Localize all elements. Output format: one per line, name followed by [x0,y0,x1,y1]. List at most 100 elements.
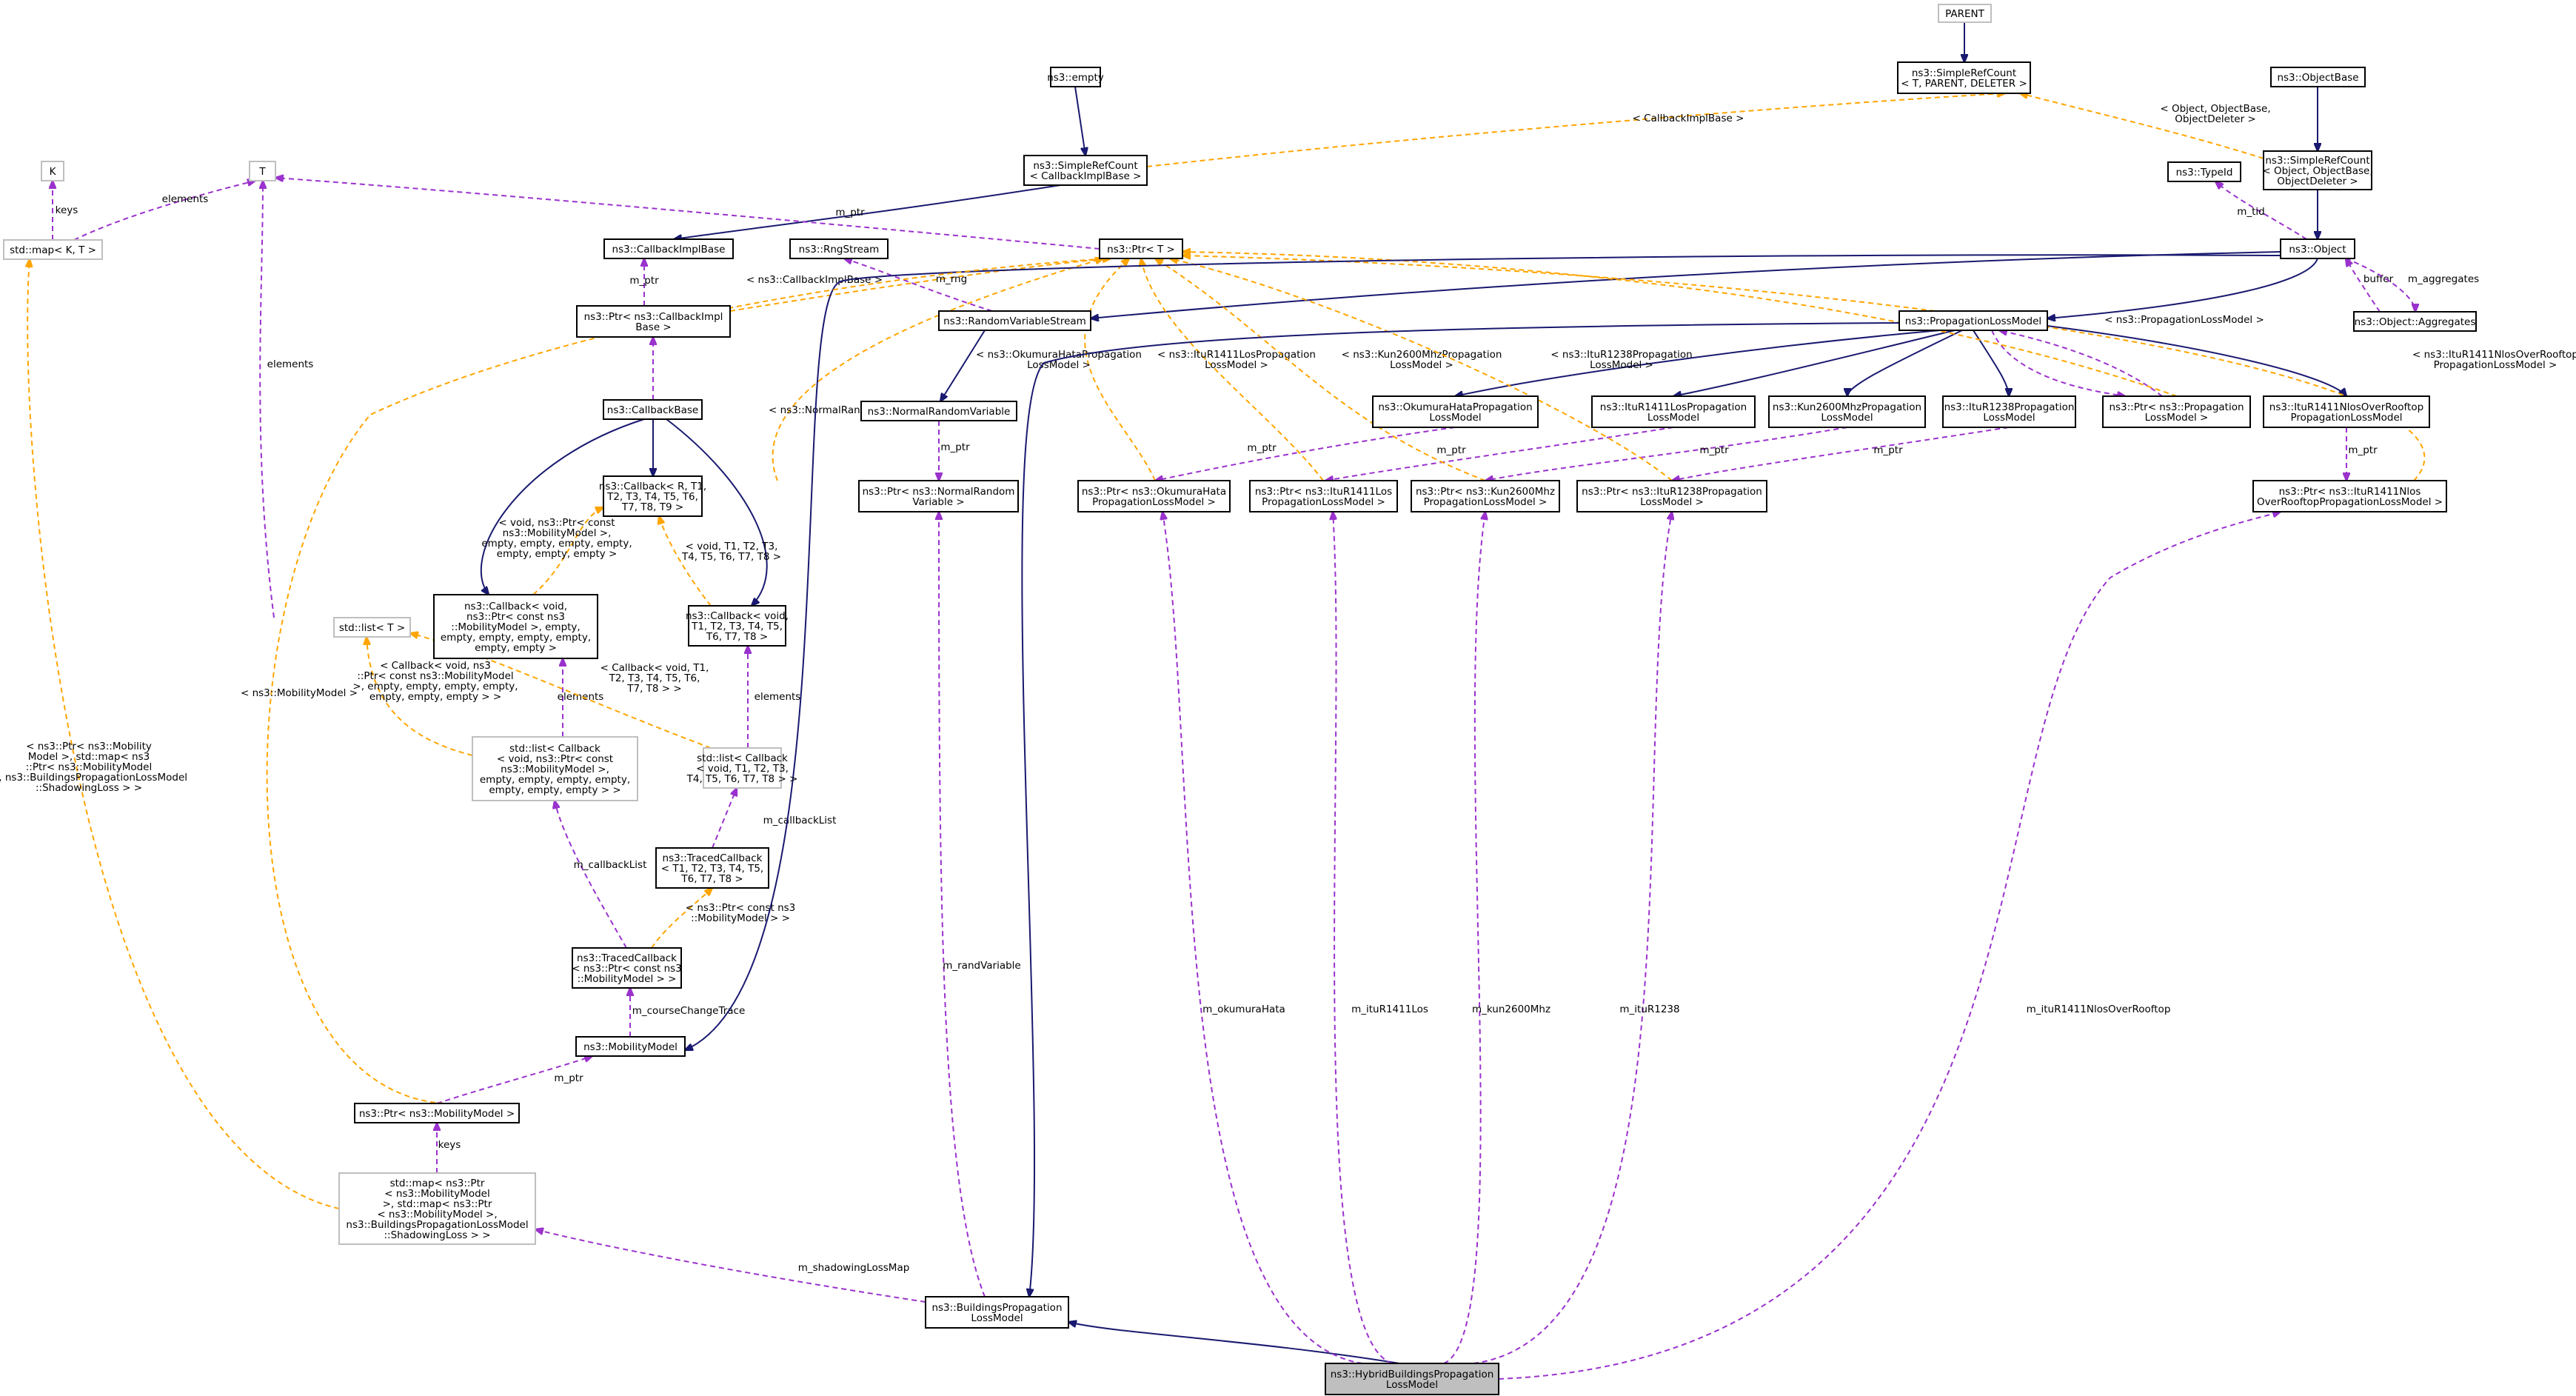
node-cb-t8[interactable]: ns3::Callback< void,T1, T2, T3, T4, T5,T… [686,605,789,647]
node-label-line: ns3::SimpleRefCount [1912,67,2016,79]
edge-label: m_ituR1238 [1619,1003,1679,1015]
inherit-edge-line [1021,322,1900,1297]
edge-object-to-rvs [1091,251,2281,318]
inherit-edge-line [2047,258,2318,318]
node-parent[interactable]: PARENT [1938,4,1992,23]
node-stdlist-t[interactable]: std::list< T > [333,617,411,638]
edge-label: elements [267,358,314,370]
node-label-line: T1, T2, T3, T4, T5, [691,621,783,632]
edge-hbplm-to-ptr1411-l: m_ituR1411Los [1333,512,1428,1364]
node-src-tpd[interactable]: ns3::SimpleRefCount< T, PARENT, DELETER … [1897,61,2031,94]
node-t[interactable]: T [249,161,276,181]
node-list-cb-mm[interactable]: std::list< Callback< void, ns3::Ptr< con… [472,736,638,801]
node-label: std::map< K, T > [10,244,96,256]
inherit-edge-line [2047,325,2346,396]
edge-label: m_rng [936,273,967,285]
edge-label: m_courseChangeTrace [632,1005,746,1017]
inherit-edge-line [674,184,1061,239]
usage-edge-line [1672,427,2010,481]
node-box [789,238,889,259]
edge-mm-to-tcmm: m_courseChangeTrace [630,988,745,1037]
node-box [354,1103,520,1123]
node-nrv[interactable]: ns3::NormalRandomVariable [860,401,1017,421]
edge-label-line: < ns3::Ptr< ns3::Mobility [26,741,152,752]
edge-label-line: < ns3::Kun2600MhzPropagation [1342,349,1502,361]
edge-src-obj-to-src-tpd: < Object, ObjectBase,ObjectDeleter > [2020,93,2271,159]
node-object[interactable]: ns3::Object [2280,238,2355,259]
node-aggregates[interactable]: ns3::Object::Aggregates [2353,311,2477,332]
inherit-edge-line [685,254,2281,1050]
edge-object-to-mm [685,254,2281,1050]
node-object-base[interactable]: ns3::ObjectBase [2270,67,2366,87]
edge-label: < Callback< void, ns3::Ptr< const ns3::M… [352,660,518,703]
template-edge-line [367,637,473,756]
node-plm[interactable]: ns3::PropagationLossModel [1898,310,2048,331]
usage-edge-line [712,788,737,849]
node-rng-stream[interactable]: ns3::RngStream [789,238,889,259]
node-label: ns3::Callback< void,T1, T2, T3, T4, T5,T… [686,610,789,643]
node-tcmm[interactable]: ns3::TracedCallback< ns3::Ptr< const ns3… [572,947,682,989]
edge-label-line: m_ptr [1247,442,1277,454]
edge-tcmm-to-list-cb-mm: m_callbackList [555,801,646,949]
node-callback-base[interactable]: ns3::CallbackBase [603,399,703,420]
node-cb-mm[interactable]: ns3::Callback< void,ns3::Ptr< const ns3:… [433,594,598,659]
edge-label-line: m_ptr [2348,444,2378,456]
edge-label-line: T4, T5, T6, T7, T8 > [681,551,781,563]
usage-edge-line [1162,512,1363,1364]
edge-label-line: m_courseChangeTrace [632,1005,746,1017]
node-cb-rt[interactable]: ns3::Callback< R, T1,T2, T3, T4, T5, T6,… [599,475,706,517]
node-mm[interactable]: ns3::MobilityModel [575,1036,686,1057]
template-edge-line [1155,258,1486,481]
node-label: std::list< Callback< void, ns3::Ptr< con… [480,743,630,796]
node-ptr-mm[interactable]: ns3::Ptr< ns3::MobilityModel > [354,1103,520,1123]
node-label: ns3::Object [2289,244,2346,256]
node-tct8[interactable]: ns3::TracedCallback< T1, T2, T3, T4, T5,… [655,847,769,889]
edge-label: m_okumuraHata [1202,1003,1285,1015]
node-empty[interactable]: ns3::empty [1047,67,1104,87]
edge-label-line: m_shadowingLossMap [798,1262,910,1274]
node-label-line: ns3::BuildingsPropagation [931,1302,1062,1314]
node-label-line: ns3::SimpleRefCount [1033,160,1137,172]
node-label-line: PropagationLossModel > [1092,496,1216,508]
node-box [925,1296,1069,1329]
edge-label-line: m_callbackList [763,815,837,826]
node-label-line: PropagationLossModel > [1262,496,1385,508]
node-list-cb-t8[interactable]: std::list< Callback< void, T1, T2, T3,T4… [686,747,798,789]
node-label-line: ns3::TracedCallback [577,952,677,964]
node-map-shadow[interactable]: std::map< ns3::Ptr< ns3::MobilityModel>,… [338,1172,536,1245]
node-k[interactable]: K [41,161,64,181]
edge-plm-to-k2600 [1847,330,1963,396]
node-box [860,401,1017,421]
node-src-cbi[interactable]: ns3::SimpleRefCount< CallbackImplBase > [1023,155,1148,186]
usage-edge-line [555,801,627,949]
node-src-obj[interactable]: ns3::SimpleRefCount< Object, ObjectBase,… [2262,150,2373,190]
node-ptr-t[interactable]: ns3::Ptr< T > [1099,238,1183,259]
node-rvs[interactable]: ns3::RandomVariableStream [938,310,1091,331]
node-label-line: ns3::Ptr< const ns3 [466,611,565,623]
node-stdmap-kt[interactable]: std::map< K, T > [3,239,103,260]
node-type-id[interactable]: ns3::TypeId [2167,161,2241,182]
node-box [1050,67,1101,87]
node-box [575,1036,686,1057]
node-callback-impl-base[interactable]: ns3::CallbackImplBase [603,238,734,259]
